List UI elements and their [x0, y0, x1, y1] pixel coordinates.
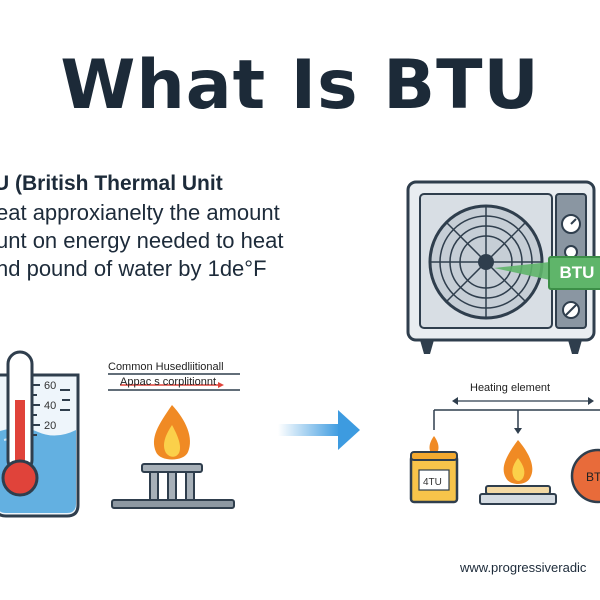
burner-label-bottom: Appac s corplitionnt — [120, 376, 216, 388]
footer-url[interactable]: www.progressiveradic — [460, 560, 587, 575]
thermometer-tick-20: 20 — [44, 420, 57, 432]
arrow-right-icon — [278, 410, 360, 450]
thermometer-tick-60: 60 — [44, 380, 57, 392]
heating-diagram-lines — [433, 397, 600, 434]
definition-line-1: eat approxianelty the amount — [0, 200, 280, 225]
btu-circle-label: BTU — [586, 470, 600, 484]
flame-icon — [153, 405, 191, 460]
definition-line-2: unt on energy needed to heat — [0, 228, 284, 253]
ac-btu-badge: BTU — [548, 256, 600, 290]
burner-label-box — [108, 373, 240, 391]
page-title: What Is BTU — [60, 46, 540, 125]
burner-label-top: Common Husedliitionall — [108, 361, 224, 373]
hotplate-flame-icon — [479, 440, 557, 505]
thermometer-tick-40: 40 — [44, 400, 57, 412]
definition-heading: U (British Thermal Unit — [0, 172, 223, 195]
candle-label: 4TU — [423, 477, 442, 488]
thermometer-icon — [1, 350, 40, 497]
btu-circle-icon — [570, 448, 600, 504]
candle-icon — [409, 436, 459, 504]
ac-unit-icon — [406, 180, 596, 354]
burner-stand-icon — [111, 463, 235, 509]
heating-element-label: Heating element — [470, 382, 551, 394]
definition-line-3: nd pound of water by 1de°F — [0, 256, 267, 281]
